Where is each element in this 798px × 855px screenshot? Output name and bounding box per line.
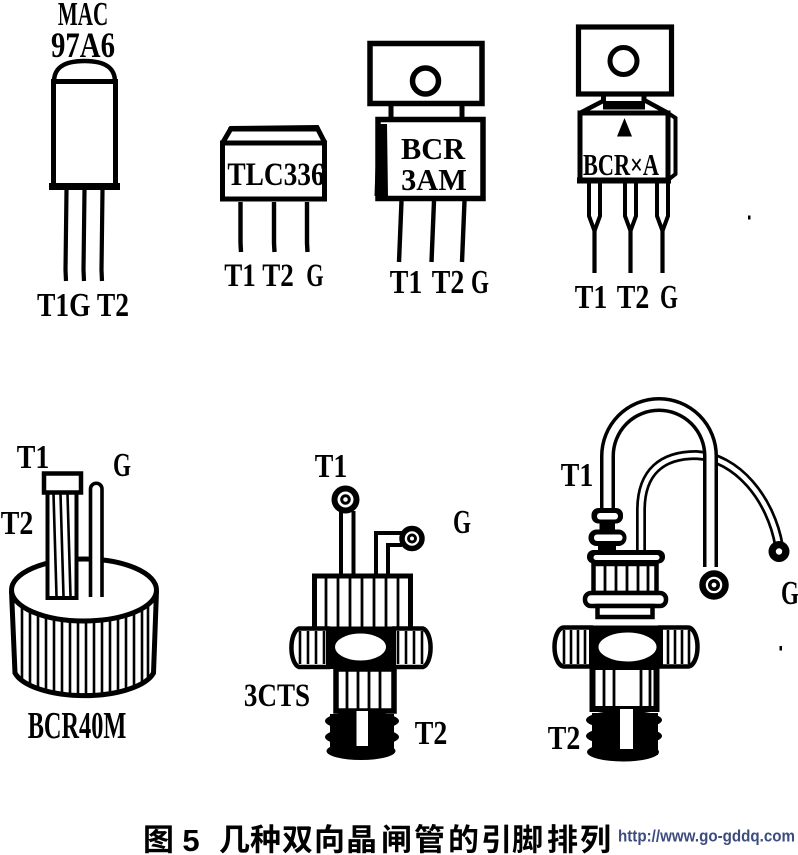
svg-text:3CTS: 3CTS	[244, 676, 310, 713]
svg-text:G: G	[306, 258, 323, 294]
svg-text:G: G	[113, 447, 131, 484]
svg-text:T1: T1	[561, 455, 594, 493]
svg-text:BCR: BCR	[401, 132, 466, 166]
svg-text:T1: T1	[224, 256, 256, 293]
svg-text:BCR×A: BCR×A	[583, 147, 659, 181]
svg-text:T2: T2	[617, 277, 650, 315]
svg-text:T1: T1	[17, 437, 50, 475]
svg-text:T1: T1	[315, 446, 348, 484]
svg-text:G: G	[660, 279, 678, 316]
svg-text:BCR40M: BCR40M	[28, 705, 127, 747]
svg-text:T1: T1	[390, 262, 423, 300]
svg-text:T1G T2: T1G T2	[37, 285, 129, 323]
svg-text:http://www.go-gddq.com: http://www.go-gddq.com	[618, 828, 795, 846]
svg-text:3AM: 3AM	[401, 163, 467, 197]
svg-text:G: G	[471, 264, 489, 301]
svg-text:T2: T2	[415, 713, 448, 751]
svg-text:MAC: MAC	[58, 0, 108, 33]
svg-text:TLC336: TLC336	[227, 156, 324, 193]
svg-text:T2: T2	[548, 718, 581, 756]
svg-text:5: 5	[182, 823, 199, 855]
svg-text:G: G	[453, 504, 471, 541]
svg-text:T2: T2	[1, 503, 34, 541]
svg-text:G: G	[781, 575, 798, 612]
svg-text:T1: T1	[575, 277, 608, 315]
svg-text:T2: T2	[262, 256, 294, 293]
svg-text:T2: T2	[432, 262, 465, 300]
